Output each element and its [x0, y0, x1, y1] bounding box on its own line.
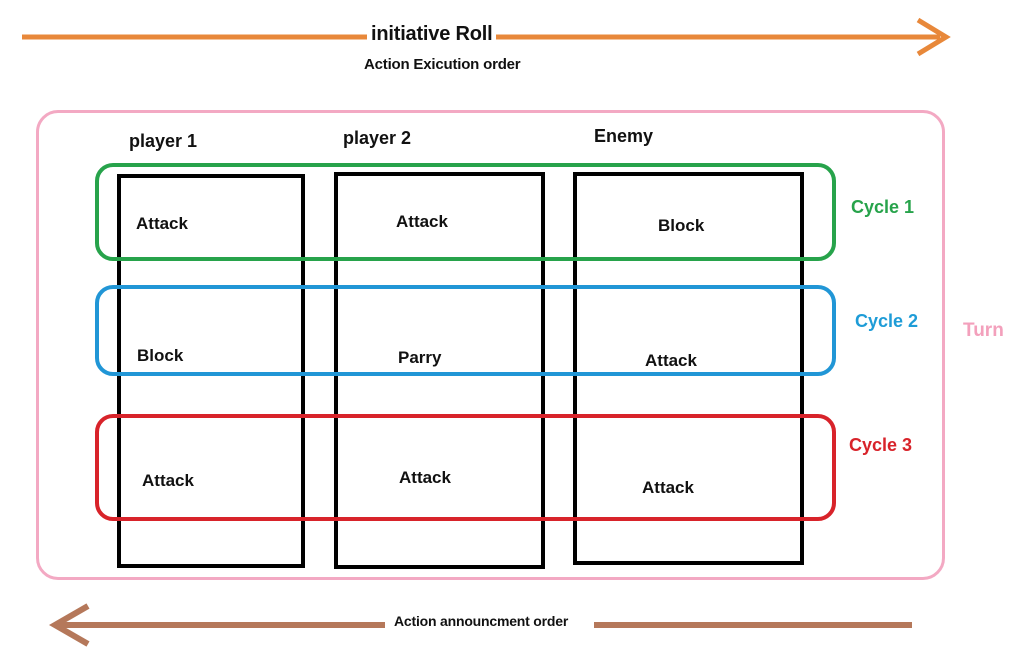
cycle-box-1: [95, 163, 836, 261]
column-header-player-2: player 2: [343, 128, 412, 148]
action-cycle-2-player-2: Parry: [398, 348, 442, 367]
action-cycle-2-enemy: Attack: [645, 351, 697, 370]
turn-container: [36, 110, 945, 580]
cycle-label-2: Cycle 2: [855, 311, 919, 331]
action-cycle-2-player-1: Block: [137, 346, 184, 365]
column-header-player-1: player 1: [129, 131, 198, 151]
action-cycle-1-player-1: Attack: [136, 214, 188, 233]
action-cycle-3-enemy: Attack: [642, 478, 694, 497]
action-announcement-order-label: Action announcment order: [389, 613, 574, 629]
cycle-label-3: Cycle 3: [849, 435, 913, 455]
action-cycle-3-player-2: Attack: [399, 468, 451, 487]
action-cycle-1-player-2: Attack: [396, 212, 448, 231]
bottom-arrow-head: [48, 603, 90, 647]
column-box-player-1: [117, 174, 305, 568]
cycle-box-3: [95, 414, 836, 521]
action-execution-order-label: Action Exicution order: [360, 56, 525, 73]
initiative-roll-label: initiative Roll: [367, 23, 497, 46]
column-box-player-2: [334, 172, 545, 569]
top-arrow-head: [916, 17, 951, 57]
action-cycle-3-player-1: Attack: [142, 471, 194, 490]
action-cycle-1-enemy: Block: [658, 216, 705, 235]
turn-label: Turn: [963, 320, 1004, 341]
column-box-enemy: [573, 172, 804, 565]
cycle-label-1: Cycle 1: [851, 197, 915, 217]
column-header-enemy: Enemy: [594, 126, 654, 146]
cycle-box-2: [95, 285, 836, 376]
